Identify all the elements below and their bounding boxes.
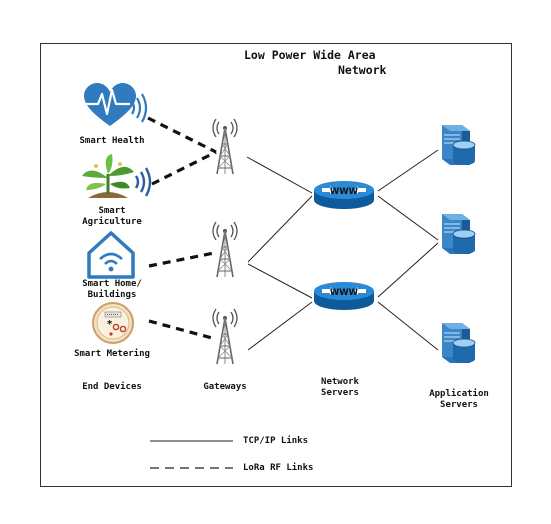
diagram-title-line1: Low Power Wide Area xyxy=(244,48,376,62)
device-label-smart-health: Smart Health xyxy=(79,136,145,146)
lora-link xyxy=(147,116,217,154)
house-wifi-icon xyxy=(87,231,135,279)
legend-lora-label: LoRa RF Links xyxy=(243,463,314,473)
lora-link xyxy=(148,319,213,340)
tcp-link xyxy=(377,149,439,192)
heart-pulse-icon xyxy=(84,83,148,126)
lora-link xyxy=(151,150,217,186)
tcp-link xyxy=(377,301,439,351)
lora-rf-links xyxy=(147,116,217,340)
column-label-end-devices: End Devices xyxy=(82,382,142,392)
router-icon: WWW xyxy=(314,181,374,209)
legend-tcp-label: TCP/IP Links xyxy=(243,436,309,446)
router-icon: WWW xyxy=(314,282,374,310)
column-label-network-servers: Network Servers xyxy=(321,377,359,398)
router-www-label: WWW xyxy=(330,187,359,197)
plant-icon xyxy=(82,154,152,198)
meter-icon: * xyxy=(92,302,134,344)
tcp-ip-links xyxy=(246,149,439,351)
tcp-link xyxy=(247,301,313,351)
column-label-application-servers: Application Servers xyxy=(429,389,489,410)
diagram-title-line2: Network xyxy=(338,63,387,77)
tcp-link xyxy=(377,195,439,241)
svg-text:*: * xyxy=(107,319,113,330)
tcp-link xyxy=(247,195,313,263)
device-label-smart-metering: Smart Metering xyxy=(74,349,150,359)
device-label-smart-home: Smart Home/ Buildings xyxy=(82,279,142,300)
device-label-smart-agriculture: Smart Agriculture xyxy=(82,206,142,227)
tcp-link xyxy=(247,263,313,299)
tcp-link xyxy=(246,156,313,194)
column-label-gateways: Gateways xyxy=(203,382,247,392)
tcp-link xyxy=(377,242,439,298)
lora-link xyxy=(148,251,215,268)
router-www-label: WWW xyxy=(330,288,359,298)
